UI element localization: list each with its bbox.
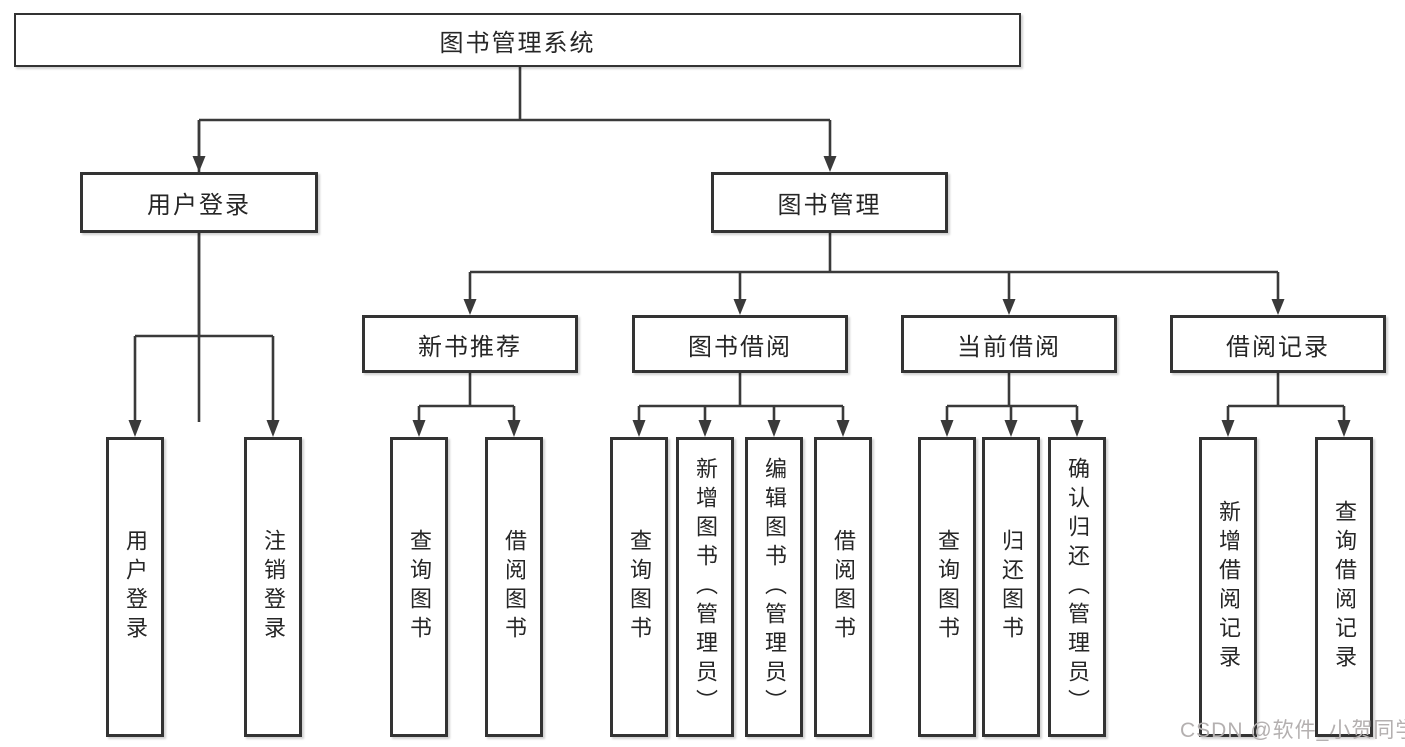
leaf-query-books-recommend: 查询图书 <box>390 437 448 737</box>
leaf-logout: 注销登录 <box>244 437 302 737</box>
node-label: 图书管理系统 <box>439 29 596 57</box>
leaf-return-books: 归还图书 <box>982 437 1040 737</box>
arrowhead <box>632 420 646 437</box>
connector <box>468 233 1280 301</box>
arrowhead <box>698 420 712 437</box>
arrowhead <box>940 420 954 437</box>
node-label: 查询借阅记录 <box>1332 500 1357 674</box>
node-label: 用户登录 <box>123 529 148 645</box>
leaf-confirm-return-admin: 确认归还（管理员） <box>1048 437 1106 737</box>
leaf-user-login: 用户登录 <box>106 437 164 737</box>
arrowhead <box>1002 299 1016 315</box>
node-label: 归还图书 <box>999 529 1024 645</box>
leaf-add-borrow-record: 新增借阅记录 <box>1199 437 1257 737</box>
node-label: 编辑图书（管理员） <box>762 456 787 718</box>
node-label: 查询图书 <box>627 529 652 645</box>
arrowhead <box>507 420 521 437</box>
arrowhead <box>767 420 781 437</box>
arrowhead <box>192 156 206 172</box>
node-label: 图书借阅 <box>688 333 792 361</box>
node-label: 新增图书（管理员） <box>693 456 718 718</box>
connector <box>637 373 845 422</box>
node-label: 查询图书 <box>935 529 960 645</box>
leaf-edit-book-admin: 编辑图书（管理员） <box>745 437 803 737</box>
arrowhead <box>836 420 850 437</box>
arrowhead <box>412 420 426 437</box>
connector <box>133 233 275 422</box>
node-label: 查询图书 <box>407 529 432 645</box>
arrowhead <box>1337 420 1351 437</box>
connector <box>417 373 516 422</box>
arrowhead <box>1070 420 1084 437</box>
connector <box>945 373 1079 422</box>
node-label: 确认归还（管理员） <box>1065 456 1090 718</box>
arrowhead <box>823 156 837 172</box>
node-library-management-system: 图书管理系统 <box>14 13 1021 67</box>
node-new-book-recommend: 新书推荐 <box>362 315 578 373</box>
arrowhead <box>1271 299 1285 315</box>
node-label: 新书推荐 <box>418 333 522 361</box>
node-label: 图书管理 <box>777 192 882 219</box>
leaf-borrow-books: 借阅图书 <box>814 437 872 737</box>
node-current-borrow: 当前借阅 <box>901 315 1117 373</box>
node-label: 借阅图书 <box>831 529 856 645</box>
node-label: 新增借阅记录 <box>1216 500 1241 674</box>
node-label: 当前借阅 <box>957 333 1061 361</box>
node-user-login: 用户登录 <box>80 172 318 233</box>
node-label: 借阅图书 <box>502 529 527 645</box>
leaf-query-borrow-record: 查询借阅记录 <box>1315 437 1373 737</box>
csdn-watermark: CSDN @软件_小贺同学 <box>1180 719 1405 742</box>
leaf-query-books-current: 查询图书 <box>918 437 976 737</box>
leaf-query-books-borrow: 查询图书 <box>610 437 668 737</box>
node-label: 借阅记录 <box>1226 333 1330 361</box>
node-book-borrow: 图书借阅 <box>632 315 848 373</box>
node-label: 注销登录 <box>261 529 286 645</box>
leaf-borrow-books-recommend: 借阅图书 <box>485 437 543 737</box>
arrowhead <box>128 420 142 437</box>
arrowhead <box>463 299 477 315</box>
node-borrow-record: 借阅记录 <box>1170 315 1386 373</box>
node-book-management: 图书管理 <box>711 172 948 233</box>
node-label: 用户登录 <box>147 192 251 219</box>
arrowhead <box>1004 420 1018 437</box>
arrowhead <box>733 299 747 315</box>
leaf-add-book-admin: 新增图书（管理员） <box>676 437 734 737</box>
arrowhead <box>266 420 280 437</box>
arrowhead <box>1221 420 1235 437</box>
connector <box>1226 373 1346 422</box>
